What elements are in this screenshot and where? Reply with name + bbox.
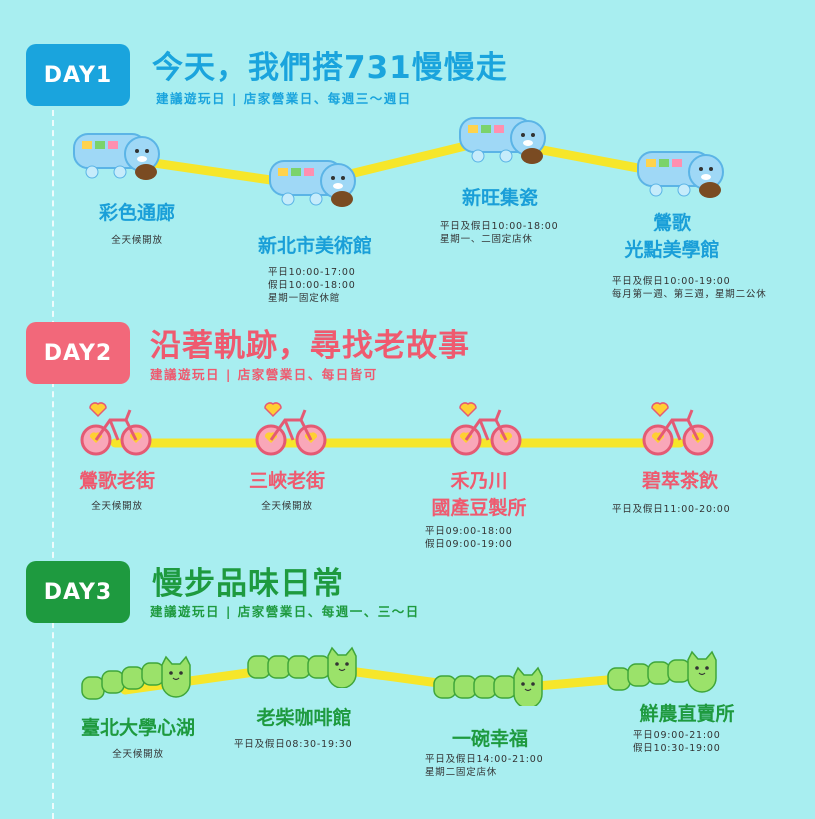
stop-hours: 平日09:00-21:00 — [633, 730, 721, 741]
day1-subtitle: 建議遊玩日 | 店家營業日、每週三～週日 — [156, 91, 412, 106]
stop-hours: 平日及假日11:00-20:00 — [612, 504, 731, 515]
caterpillar-train-icon — [81, 655, 191, 700]
stop-hours: 假日09:00-19:00 — [425, 539, 513, 550]
stop-name: 碧萃茶飲 — [641, 470, 719, 492]
stop-hours: 全天候開放 — [261, 501, 313, 512]
stop-hours: 平日及假日14:00-21:00 — [425, 754, 544, 765]
bus-icon — [73, 133, 160, 180]
bicycle-icon — [80, 402, 152, 456]
stop-name: 鶯歌 — [652, 212, 692, 234]
stop-hours: 假日10:30-19:00 — [633, 743, 721, 754]
day1-badge: DAY1 — [26, 44, 130, 106]
day2-title: 沿著軌跡，尋找老故事 — [150, 328, 470, 364]
stop-name: 鮮農直賣所 — [639, 703, 735, 725]
bicycle-icon — [255, 402, 327, 456]
stop-name: 彩色通廊 — [98, 202, 176, 224]
stop-hours: 平日及假日10:00-18:00 — [440, 221, 559, 232]
bus-icon — [637, 151, 724, 198]
day2-subtitle: 建議遊玩日 | 店家營業日、每日皆可 — [150, 367, 378, 382]
bicycle-icon — [642, 402, 714, 456]
stop-hours: 星期一、二固定店休 — [440, 234, 533, 245]
stop-name: 鶯歌老街 — [78, 470, 156, 492]
day1-title: 今天，我們搭731慢慢走 — [152, 50, 508, 86]
stop-hours: 全天候開放 — [112, 749, 164, 760]
day3-badge: DAY3 — [26, 561, 130, 623]
bus-icon — [269, 160, 356, 207]
day3-subtitle: 建議遊玩日 | 店家營業日、每週一、三～日 — [150, 604, 420, 619]
stop-hours: 平日及假日10:00-19:00 — [612, 276, 731, 287]
stop-hours: 假日10:00-18:00 — [268, 280, 356, 291]
stop-hours: 星期二固定店休 — [425, 767, 498, 778]
stop-hours: 平日及假日08:30-19:30 — [234, 739, 353, 750]
timeline-dash — [52, 110, 54, 819]
stop-hours: 全天候開放 — [111, 235, 163, 246]
stop-name: 一碗幸福 — [451, 728, 529, 750]
day2-badge: DAY2 — [26, 322, 130, 384]
caterpillar-train-icon — [247, 646, 357, 688]
stop-name: 國產豆製所 — [431, 497, 527, 519]
stop-name: 新旺集瓷 — [461, 187, 539, 209]
caterpillar-train-icon — [433, 666, 543, 706]
stop-name: 老柴咖啡館 — [256, 707, 352, 729]
stop-name: 臺北大學心湖 — [80, 717, 196, 739]
stop-hours: 平日09:00-18:00 — [425, 526, 513, 537]
stop-hours: 每月第一週、第三週，星期二公休 — [612, 289, 767, 300]
day3-title: 慢步品味日常 — [152, 566, 344, 602]
stop-hours: 全天候開放 — [91, 501, 143, 512]
caterpillar-train-icon — [607, 650, 717, 693]
stop-name: 禾乃川 — [450, 470, 508, 492]
stop-hours: 星期一固定休館 — [268, 293, 341, 304]
stop-name: 新北市美術館 — [257, 235, 373, 257]
bicycle-icon — [450, 402, 522, 456]
stop-name: 光點美學館 — [624, 239, 720, 261]
stop-name: 三峽老街 — [248, 470, 326, 492]
stop-hours: 平日10:00-17:00 — [268, 267, 356, 278]
bus-icon — [459, 117, 546, 164]
